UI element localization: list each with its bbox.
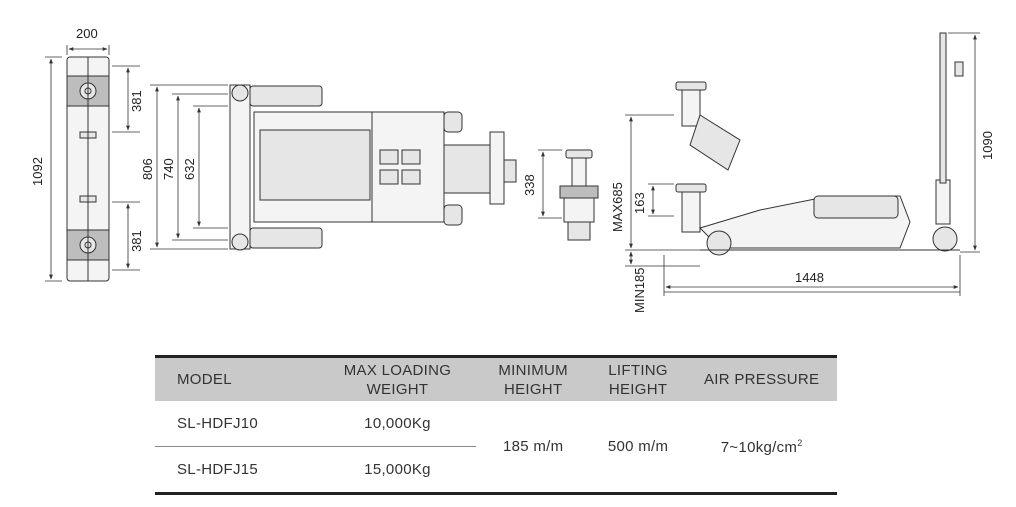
header-air-pressure: AIR PRESSURE	[686, 356, 837, 401]
technical-drawing: 200 1092 381 381 806 740 632	[30, 26, 995, 313]
dim-806: 806	[140, 158, 155, 180]
top-view: 200 1092 381 381	[30, 26, 144, 282]
header-lifting-height: LIFTING HEIGHT	[589, 356, 687, 401]
dim-381-top: 381	[129, 90, 144, 112]
cell-weight: 15,000Kg	[364, 461, 431, 478]
cell-model: SL-HDFJ15	[177, 461, 259, 478]
dim-1090: 1090	[980, 131, 995, 160]
dim-200: 200	[76, 26, 98, 41]
dim-632: 632	[182, 158, 197, 180]
spec-table: MODEL MAX LOADING WEIGHT MINIMUM HEIGHT …	[155, 355, 837, 495]
dim-740: 740	[161, 158, 176, 180]
cell-air-pressure: 7~10kg/cm2	[720, 437, 803, 456]
dim-1092: 1092	[30, 157, 45, 186]
cell-minimum-height: 185 m/m	[502, 438, 564, 455]
dim-381-bottom: 381	[129, 230, 144, 252]
dim-1448: 1448	[795, 270, 824, 285]
dim-163: 163	[632, 192, 647, 214]
plan-view: 806 740 632	[140, 84, 517, 251]
dim-min185: MIN185	[632, 267, 647, 313]
cell-lifting-height: 500 m/m	[607, 438, 669, 455]
saddle-view: 338	[522, 149, 599, 241]
side-view: MAX685 163 MIN185 1448 1090	[610, 32, 995, 313]
cell-weight: 10,000Kg	[318, 401, 477, 447]
header-minimum-height: MINIMUM HEIGHT	[476, 356, 590, 401]
table-row: SL-HDFJ10 10,000Kg 185 m/m 500 m/m 7~10k…	[155, 401, 837, 456]
table-header-row: MODEL MAX LOADING WEIGHT MINIMUM HEIGHT …	[155, 356, 837, 401]
cell-model: SL-HDFJ10	[155, 401, 319, 447]
dim-338: 338	[522, 174, 537, 196]
header-max-loading: MAX LOADING WEIGHT	[318, 356, 477, 401]
header-model: MODEL	[155, 356, 319, 401]
dim-max685: MAX685	[610, 182, 625, 232]
